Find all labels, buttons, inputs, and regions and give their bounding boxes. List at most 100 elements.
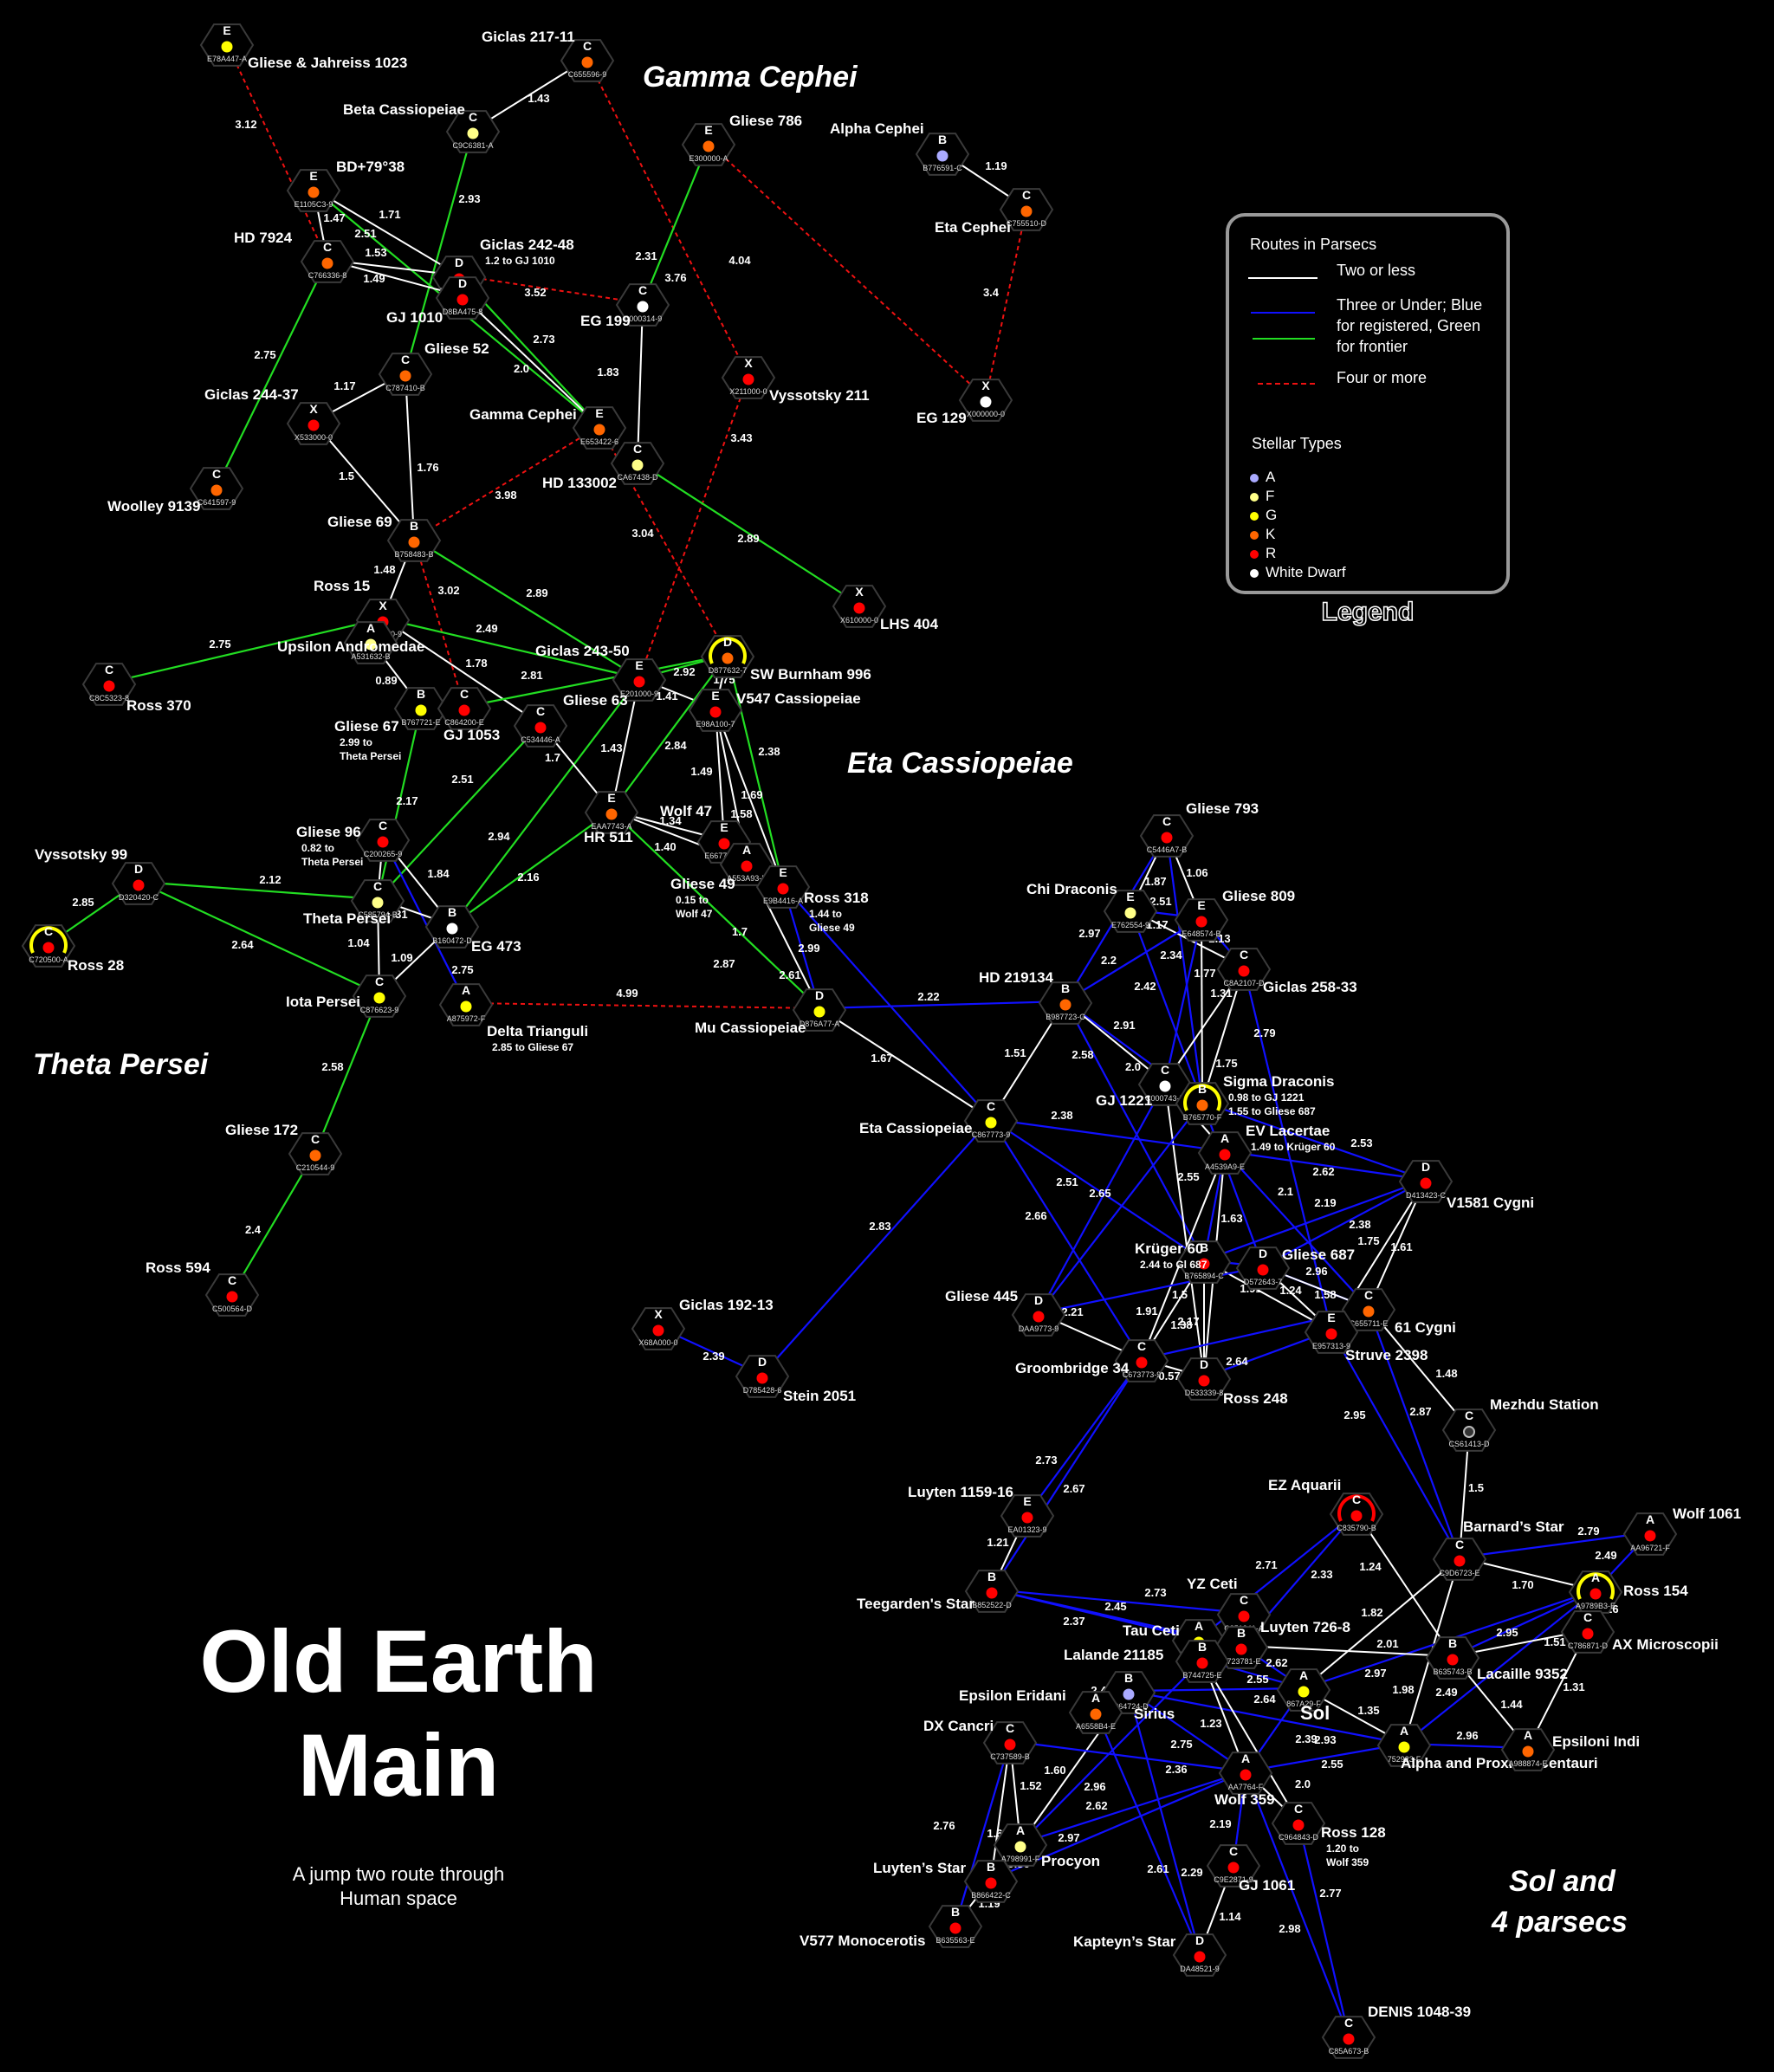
star-dot-icon	[756, 1372, 768, 1384]
star-name: Ross 154	[1623, 1583, 1688, 1599]
star-name: Ross 15	[314, 578, 370, 594]
route-groombridge-luyten1159	[1026, 1358, 1143, 1515]
route-distance: 1.17	[333, 379, 355, 392]
route-swburnham-hr511	[611, 654, 728, 812]
route-distance: 2.76	[933, 1819, 955, 1832]
uwp-code: B635563-E	[936, 1936, 974, 1945]
star-dot-icon	[1325, 1328, 1337, 1340]
route-distance: 4.04	[728, 254, 751, 267]
route-distance: 2.75	[1170, 1738, 1192, 1751]
route-distance: 1.87	[1144, 875, 1166, 888]
starport-class: C	[401, 353, 410, 366]
starport-class: E	[595, 406, 603, 420]
starport-class: C	[1022, 188, 1031, 202]
route-distance: 1.49	[690, 765, 712, 778]
star-dot-icon	[467, 127, 479, 139]
star-dot-icon	[221, 41, 233, 53]
star-dot-icon	[777, 883, 789, 895]
